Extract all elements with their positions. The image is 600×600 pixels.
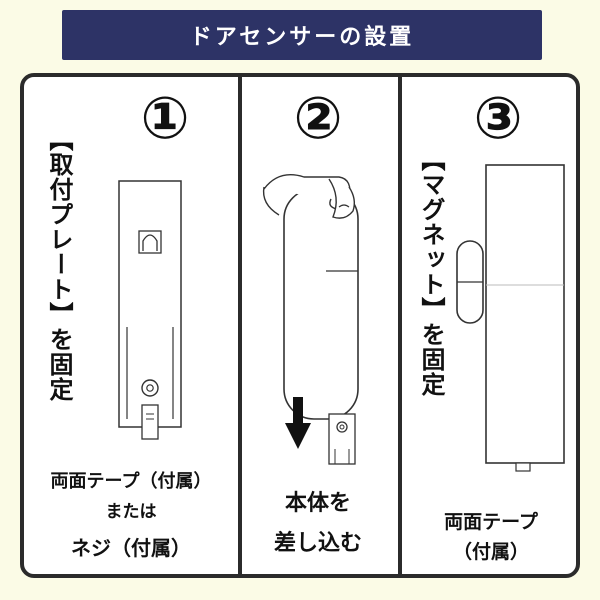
panel-divider	[398, 77, 402, 574]
step-1-caption-line3: ネジ（付属）	[71, 536, 191, 560]
step-1-caption-line2: または	[105, 502, 157, 522]
step-1-number: ①	[140, 84, 190, 152]
down-arrow-icon	[293, 397, 303, 425]
page-title: ドアセンサーの設置	[62, 10, 542, 60]
step-3-number: ③	[473, 84, 523, 152]
step-2-caption-line2: 差し込む	[273, 531, 362, 556]
step-3-caption-line1: 両面テープ	[444, 511, 538, 533]
step-2-caption-line1: 本体を	[284, 491, 351, 516]
step-1-caption-line1: 両面テープ（付属）	[50, 471, 212, 492]
panel-divider	[238, 77, 242, 574]
instruction-frame: ① 【取付プレート】を固定 両面テープ（付属） または ネジ（付属） ②	[20, 73, 580, 578]
sensor-body-insertion-illustration	[262, 174, 359, 465]
step-3-label: 【マグネット】を固定	[417, 147, 445, 397]
magnet-illustration	[456, 164, 565, 472]
step-1-label: 【取付プレート】を固定	[45, 127, 73, 402]
step-2-number: ②	[293, 84, 343, 152]
mounting-plate-illustration	[118, 180, 182, 440]
step-3-caption-line2: （付属）	[452, 541, 529, 563]
